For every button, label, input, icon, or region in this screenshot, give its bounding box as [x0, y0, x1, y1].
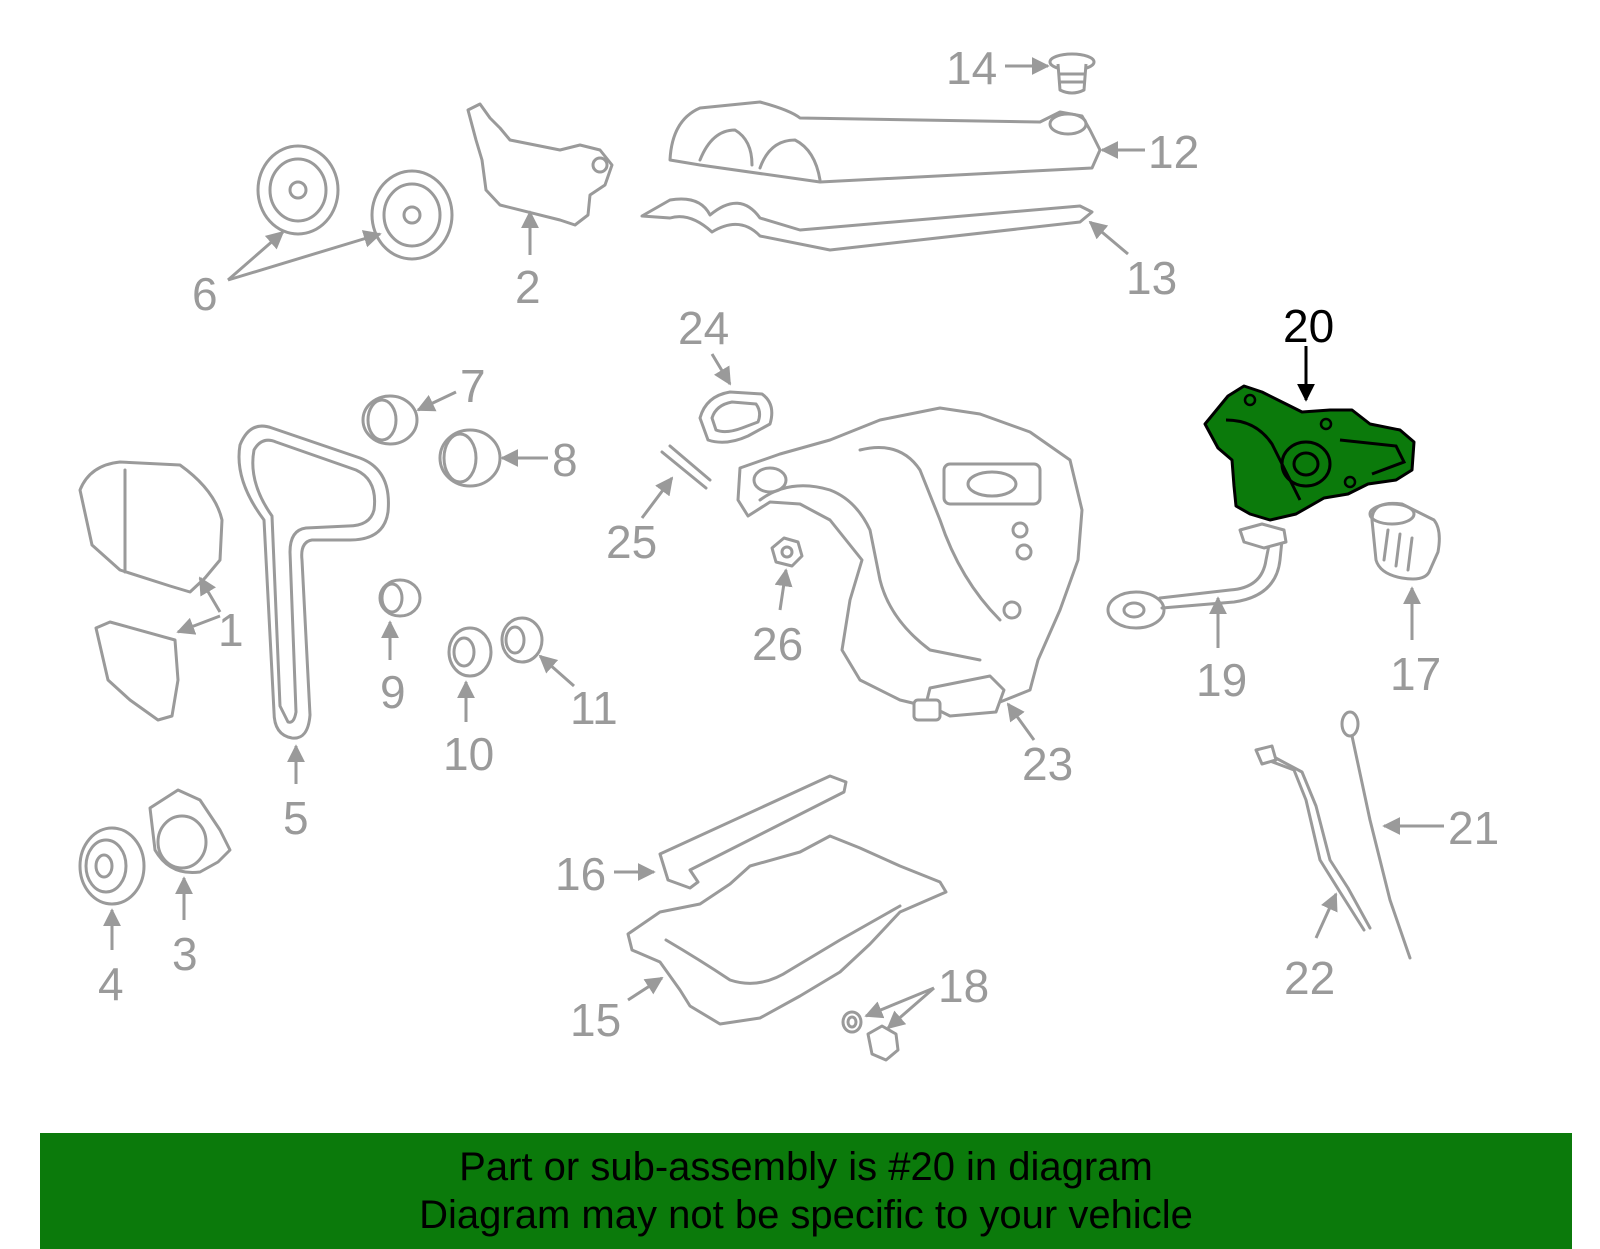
callout-14: 14 [946, 42, 997, 94]
part-4-crank-pulley[interactable] [78, 826, 146, 906]
part-2-bracket[interactable] [466, 102, 614, 227]
part-6-camshaft-sprockets[interactable] [256, 144, 454, 261]
part-25-stud[interactable] [660, 444, 712, 490]
callout-4: 4 [98, 958, 124, 1010]
part-5-timing-belt[interactable] [237, 424, 390, 740]
callout-7: 7 [460, 360, 486, 412]
part-12-valve-cover[interactable] [668, 100, 1102, 184]
callout-5: 5 [283, 792, 309, 844]
banner-line-part: Part or sub-assembly is #20 in diagram [459, 1145, 1153, 1189]
part-10-crank-sprocket[interactable] [447, 626, 493, 678]
part-18-drain-plug-washer[interactable] [841, 1010, 900, 1062]
callout-2: 2 [515, 261, 541, 313]
part-8-tensioner-pulley[interactable] [438, 428, 502, 488]
callout-20: 20 [1283, 300, 1334, 352]
part-13-valve-cover-gasket[interactable] [640, 197, 1094, 252]
part-23-intake-manifold[interactable] [736, 406, 1084, 722]
callout-18: 18 [938, 960, 989, 1012]
callout-9: 9 [380, 666, 406, 718]
callout-26: 26 [752, 618, 803, 670]
callout-12: 12 [1148, 126, 1199, 178]
part-21-dipstick[interactable] [1340, 710, 1412, 960]
callout-15: 15 [570, 994, 621, 1046]
part-17-oil-filter[interactable] [1368, 501, 1441, 581]
part-16-oil-pan-gasket[interactable] [658, 774, 848, 890]
part-26-nut[interactable] [770, 536, 804, 568]
part-14-oil-filler-cap[interactable] [1048, 52, 1096, 95]
part-9-idler[interactable] [378, 578, 422, 618]
callout-3: 3 [172, 928, 198, 980]
callout-19: 19 [1196, 654, 1247, 706]
part-11-washer[interactable] [500, 616, 544, 664]
callout-24: 24 [678, 302, 729, 354]
callout-10: 10 [443, 728, 494, 780]
part-24-gasket[interactable] [698, 390, 774, 444]
part-1-timing-covers[interactable] [78, 460, 224, 722]
callout-23: 23 [1022, 738, 1073, 790]
part-22-dipstick-tube[interactable] [1254, 744, 1372, 932]
part-20-oil-pump[interactable] [1203, 384, 1416, 522]
callout-1: 1 [218, 604, 244, 656]
info-banner: Part or sub-assembly is #20 in diagram D… [40, 1133, 1572, 1249]
callout-16: 16 [555, 848, 606, 900]
part-19-oil-pickup-tube[interactable] [1106, 522, 1288, 630]
callout-17: 17 [1390, 648, 1441, 700]
callout-21: 21 [1448, 802, 1499, 854]
part-7-idler-pulley[interactable] [361, 394, 419, 446]
callout-8: 8 [552, 434, 578, 486]
callout-11: 11 [570, 682, 618, 734]
part-3-rear-cover[interactable] [148, 788, 232, 875]
callout-13: 13 [1126, 252, 1177, 304]
callout-6: 6 [192, 268, 218, 320]
banner-line-disclaimer: Diagram may not be specific to your vehi… [419, 1193, 1193, 1237]
callout-25: 25 [606, 516, 657, 568]
callout-22: 22 [1284, 952, 1335, 1004]
part-15-oil-pan[interactable] [626, 834, 948, 1026]
